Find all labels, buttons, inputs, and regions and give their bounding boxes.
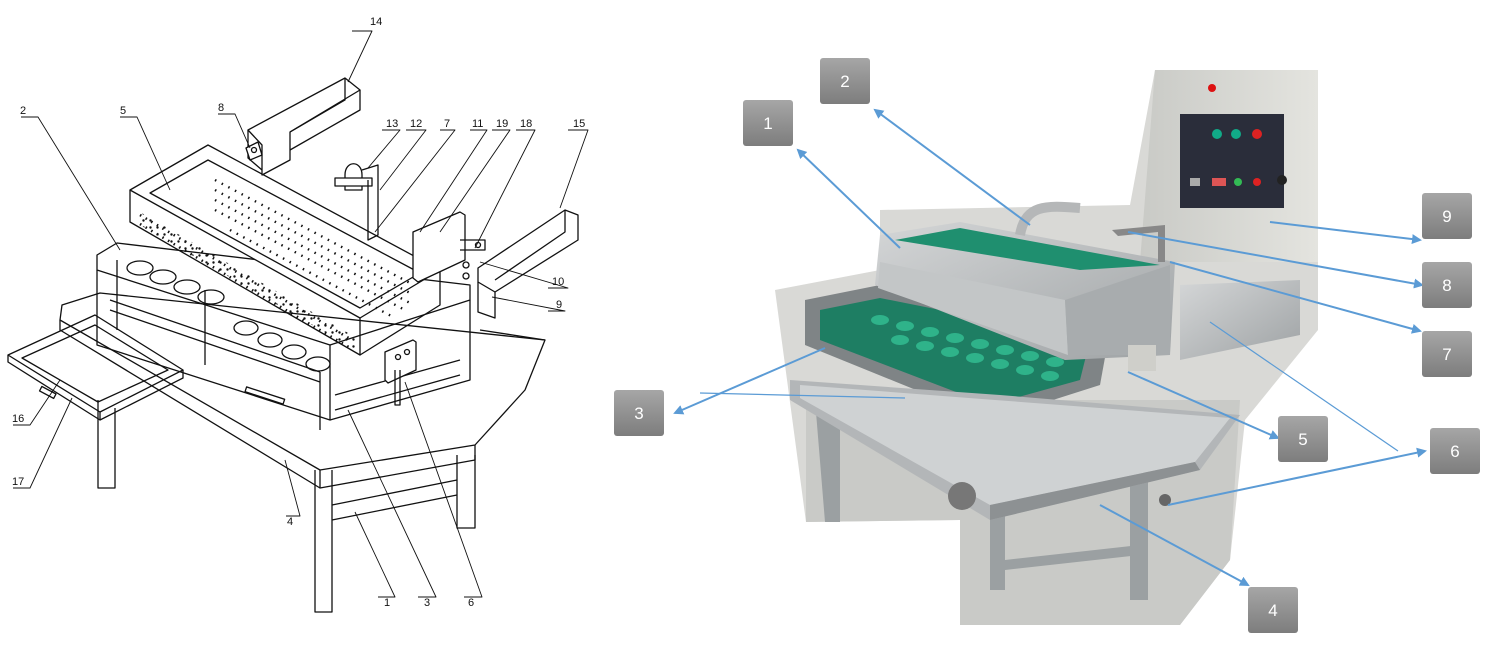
photo-callout-7: 7 bbox=[1422, 331, 1472, 377]
drawing-callout-7: 7 bbox=[444, 118, 450, 130]
control-cabinet bbox=[1140, 70, 1318, 262]
guide-rail-right bbox=[477, 209, 579, 319]
svg-text:6: 6 bbox=[1450, 442, 1459, 461]
drawing-callout-labels: 14 13 12 7 11 19 18 15 8 5 2 10 9 4 1 3 … bbox=[12, 16, 585, 609]
photo-callout-4: 4 bbox=[1248, 587, 1298, 633]
drawing-callout-11: 11 bbox=[472, 118, 483, 130]
guide-rail-left bbox=[247, 77, 361, 176]
drawing-callout-5: 5 bbox=[120, 105, 126, 117]
svg-text:4: 4 bbox=[1268, 601, 1277, 620]
photo-callout-9: 9 bbox=[1422, 193, 1472, 239]
perforated-basket bbox=[129, 144, 441, 356]
drawing-callout-16: 16 bbox=[12, 413, 24, 425]
drawing-callout-1: 1 bbox=[384, 597, 390, 609]
latch-block bbox=[384, 339, 417, 406]
photo-callout-5: 5 bbox=[1278, 416, 1328, 462]
clamp-bracket bbox=[334, 163, 379, 241]
photo-callout-3: 3 bbox=[614, 390, 664, 436]
drawing-callout-9: 9 bbox=[556, 299, 562, 311]
drawing-callout-10: 10 bbox=[552, 276, 564, 288]
photo-callout-badges: 1 2 3 4 5 6 7 bbox=[614, 58, 1480, 633]
svg-text:1: 1 bbox=[763, 114, 772, 133]
drawing-callout-2: 2 bbox=[20, 105, 26, 117]
drawing-callout-12: 12 bbox=[410, 118, 422, 130]
drawing-callout-18: 18 bbox=[520, 118, 532, 130]
svg-text:7: 7 bbox=[1442, 345, 1451, 364]
drawing-callout-15: 15 bbox=[573, 118, 585, 130]
technical-drawing bbox=[7, 30, 589, 613]
machine-body bbox=[790, 201, 1300, 600]
callout-arrows bbox=[673, 108, 1427, 586]
svg-text:3: 3 bbox=[634, 404, 643, 423]
photo-callout-6: 6 bbox=[1430, 428, 1480, 474]
bolt-fixture bbox=[245, 141, 263, 161]
drawing-callout-8: 8 bbox=[218, 102, 224, 114]
photo-callout-8: 8 bbox=[1422, 262, 1472, 308]
drawing-callout-17: 17 bbox=[12, 476, 24, 488]
side-bracket bbox=[412, 211, 486, 283]
leader-lines bbox=[13, 30, 589, 598]
photo-callout-2: 2 bbox=[820, 58, 870, 104]
lower-tray bbox=[59, 292, 546, 489]
svg-text:9: 9 bbox=[1442, 207, 1451, 226]
drawing-callout-14: 14 bbox=[370, 16, 382, 28]
svg-text:5: 5 bbox=[1298, 430, 1307, 449]
drawing-callout-3: 3 bbox=[424, 597, 430, 609]
hole-row bbox=[126, 260, 331, 372]
drawing-callout-6: 6 bbox=[468, 597, 474, 609]
svg-text:2: 2 bbox=[840, 72, 849, 91]
pull-out-tray bbox=[7, 314, 286, 421]
machine-photo: 1 2 3 4 5 6 7 bbox=[614, 58, 1480, 633]
table-legs bbox=[97, 400, 476, 613]
drawing-callout-13: 13 bbox=[386, 118, 398, 130]
drawing-callout-19: 19 bbox=[496, 118, 508, 130]
photo-callout-1: 1 bbox=[743, 100, 793, 146]
drawing-callout-4: 4 bbox=[287, 516, 293, 528]
svg-text:8: 8 bbox=[1442, 276, 1451, 295]
